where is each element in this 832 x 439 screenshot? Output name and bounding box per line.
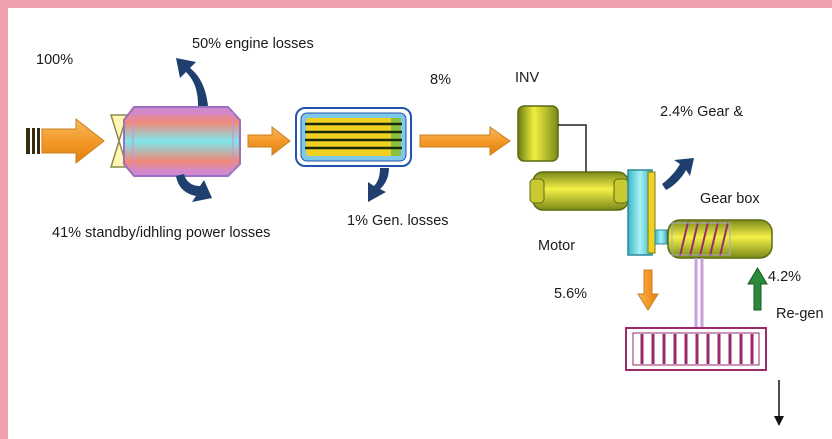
regen-arrow [747,267,768,311]
gear-box-label: Gear box [700,191,760,207]
input-arrow [26,117,105,165]
inverter-motor-wire [558,124,587,172]
output-down-arrow [774,380,784,426]
energy-flow-diagram: 100% 50% engine losses 41% standby/idhli… [8,8,832,439]
inverter-input-percent-label: 8% [430,72,451,88]
generator-losses-label: 1% Gen. losses [347,213,449,229]
diagram-graphics [26,58,784,426]
drive-shaft [694,258,704,328]
inverter-label: INV [515,70,540,86]
engine-block [123,106,241,177]
gear-box [667,219,773,259]
engine-loss-arrow [176,58,208,106]
regen-percent-label: 4.2% [768,269,802,285]
gear-losses-label: 2.4% Gear & [660,104,744,120]
generator-loss-arrow [368,168,389,202]
generator-to-inverter-arrow [419,126,511,156]
engine-to-generator-arrow [247,125,291,157]
motor-output-percent-label: 5.6% [554,286,588,302]
inverter [517,105,559,162]
regen-label: Re-gen [776,306,824,322]
motor-label: Motor [538,238,576,254]
input-percent-label: 100% [36,52,74,68]
motor [529,171,641,211]
standby-loss-arrow [176,174,212,202]
gear-loss-arrow [662,158,694,190]
generator [295,107,412,167]
standby-losses-label: 41% standby/idhling power losses [52,225,271,241]
engine-losses-label: 50% engine losses [192,36,314,52]
wheel-road [625,327,767,371]
gear-coupling [627,169,668,256]
motor-output-arrow [637,269,659,311]
